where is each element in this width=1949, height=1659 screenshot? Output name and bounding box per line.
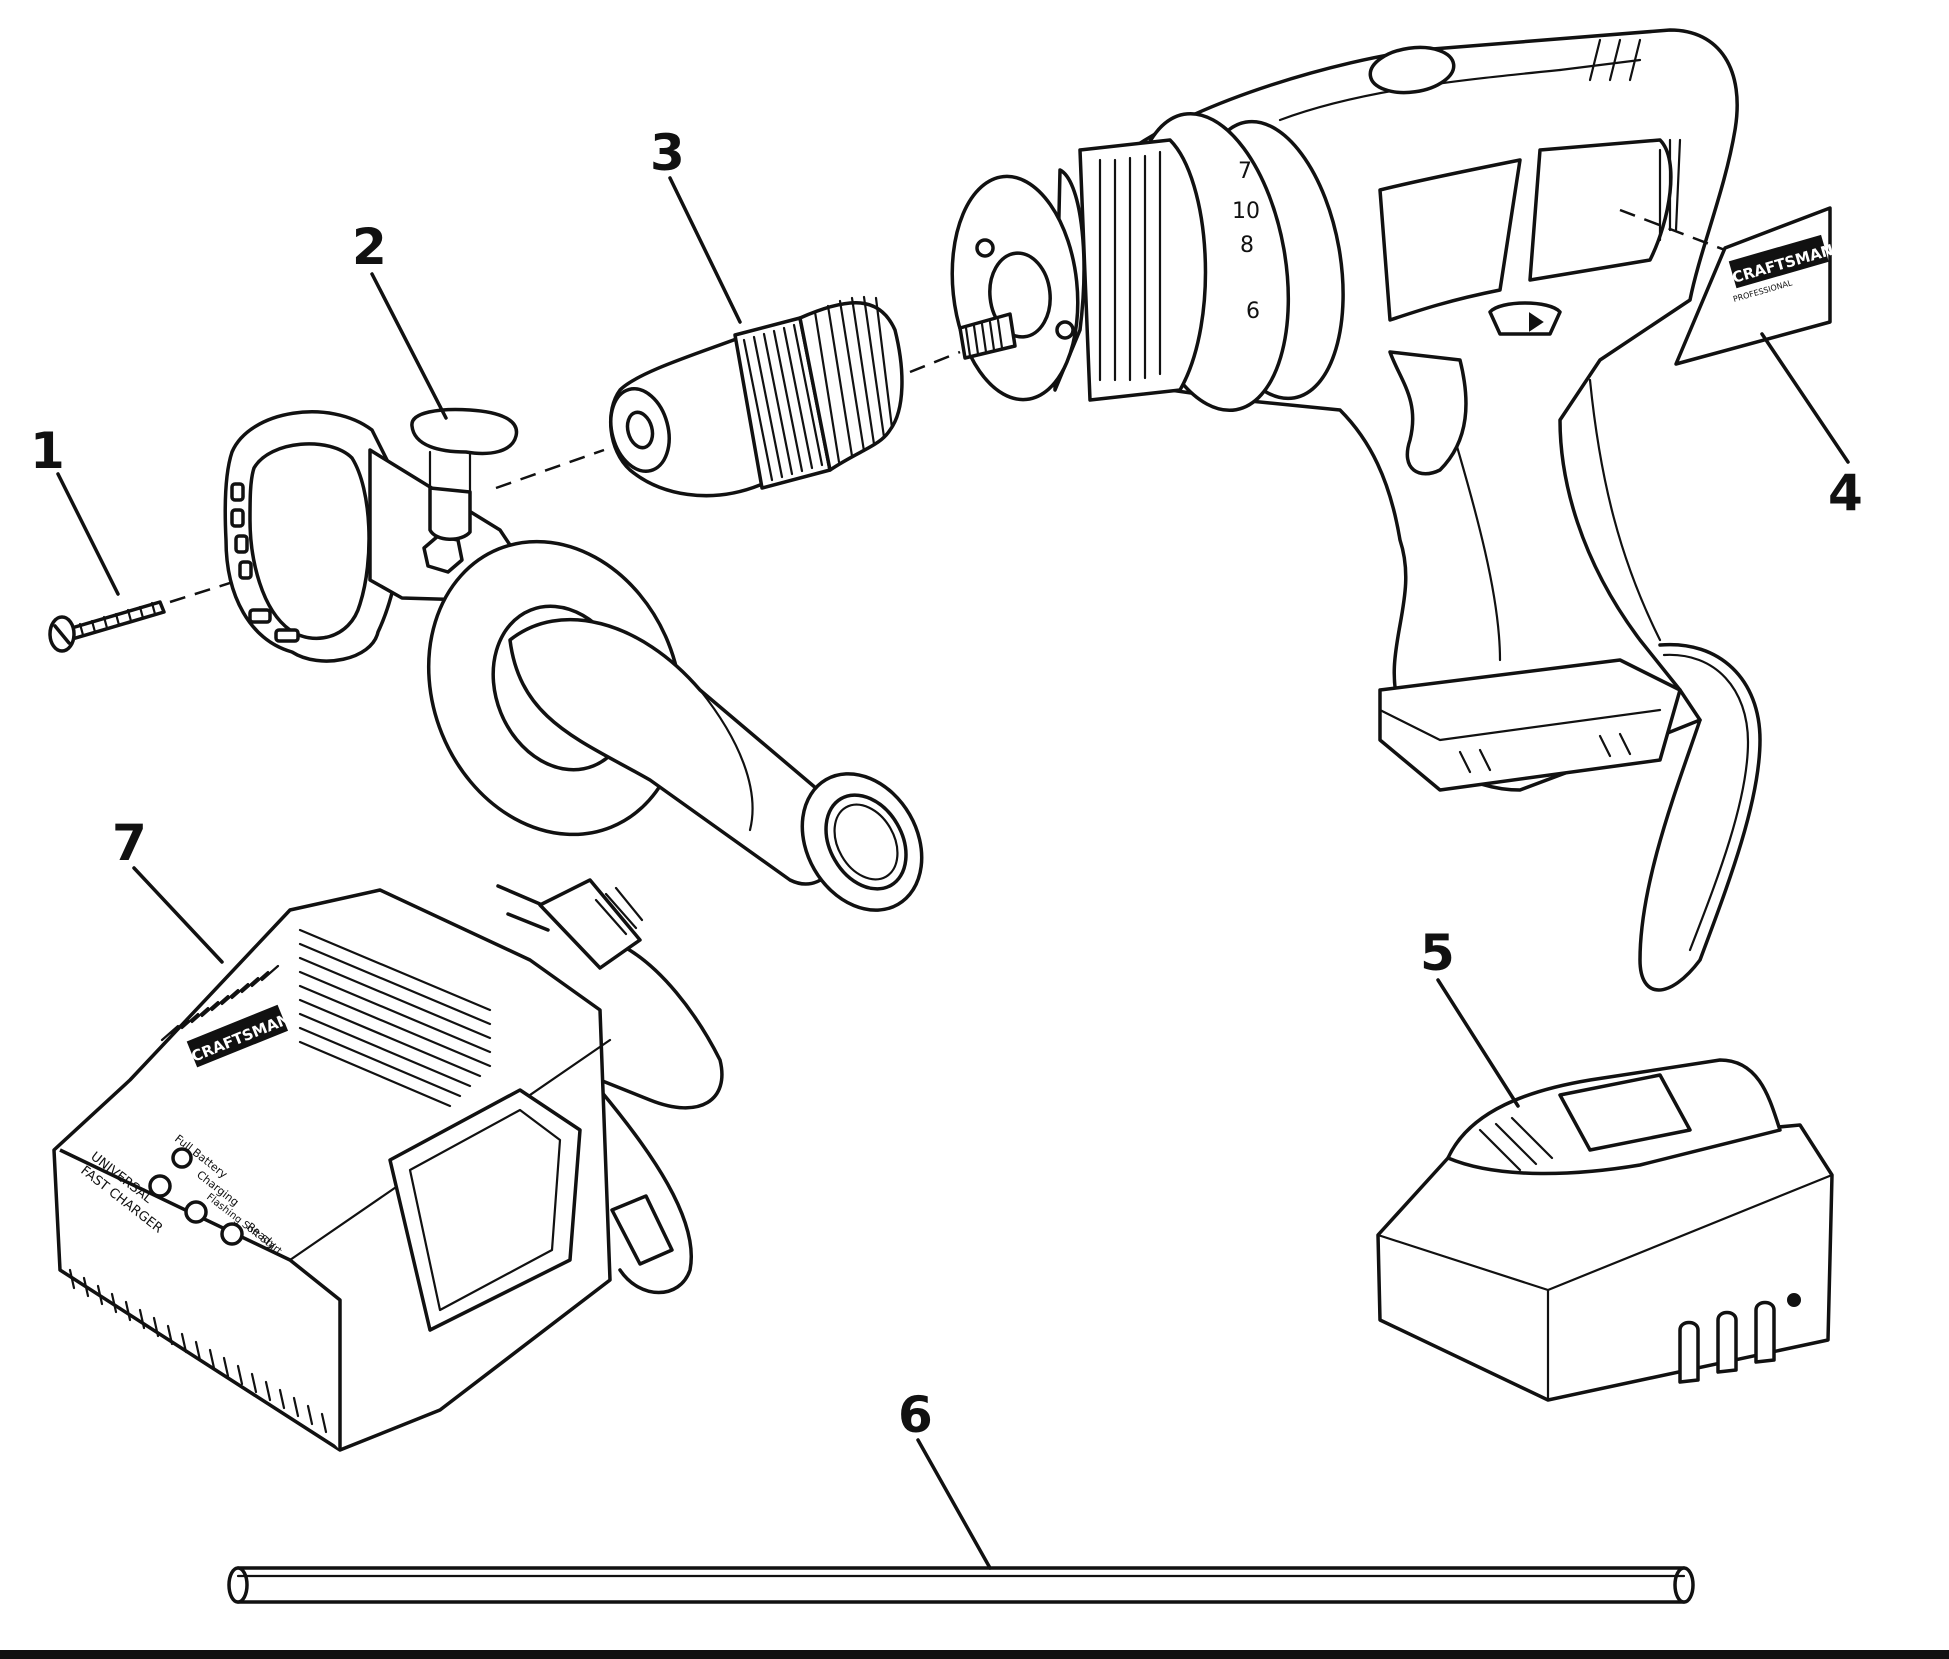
leader-line-7 [132,866,224,964]
leader-line-6 [916,1438,992,1570]
leader-line-2 [370,272,448,420]
part-side-handle [223,407,924,912]
bottom-border [0,1650,1949,1659]
callout-5: 5 [1420,924,1455,982]
part-battery [1376,1058,1834,1402]
leader-line-5 [1436,978,1520,1108]
clutch-number: 10 [1232,199,1260,224]
callout-6: 6 [898,1386,933,1444]
part-lanyard [1638,642,1762,992]
part-nameplate: CRAFTSMAN PROFESSIONAL [1619,206,1836,366]
callout-4: 4 [1828,464,1863,522]
callouts: 1 2 3 4 5 6 7 [30,124,1863,1444]
callout-7: 7 [112,814,147,872]
part-chuck [608,295,961,498]
led-indicator-charging [148,1174,172,1198]
leader-line-3 [668,176,742,324]
callout-2: 2 [352,218,387,276]
part-drill-body: 7 8 10 6 [950,28,1739,792]
clutch-number: 7 [1238,159,1252,184]
leader-line-4 [1760,332,1850,464]
callout-1: 1 [30,422,65,480]
part-charger: CRAFTSMAN UNIVERSAL FAST CHARGER Full Ba… [52,878,724,1452]
callout-3: 3 [650,124,685,182]
part-rod [227,1566,1695,1604]
led-indicator-full [171,1147,193,1169]
clutch-number: 8 [1240,233,1254,258]
leader-lines [56,176,1850,1570]
leader-line-1 [56,472,120,596]
clutch-number: 6 [1246,299,1260,324]
led-indicator-ready [220,1222,244,1246]
led-indicator-flashing [184,1200,208,1224]
